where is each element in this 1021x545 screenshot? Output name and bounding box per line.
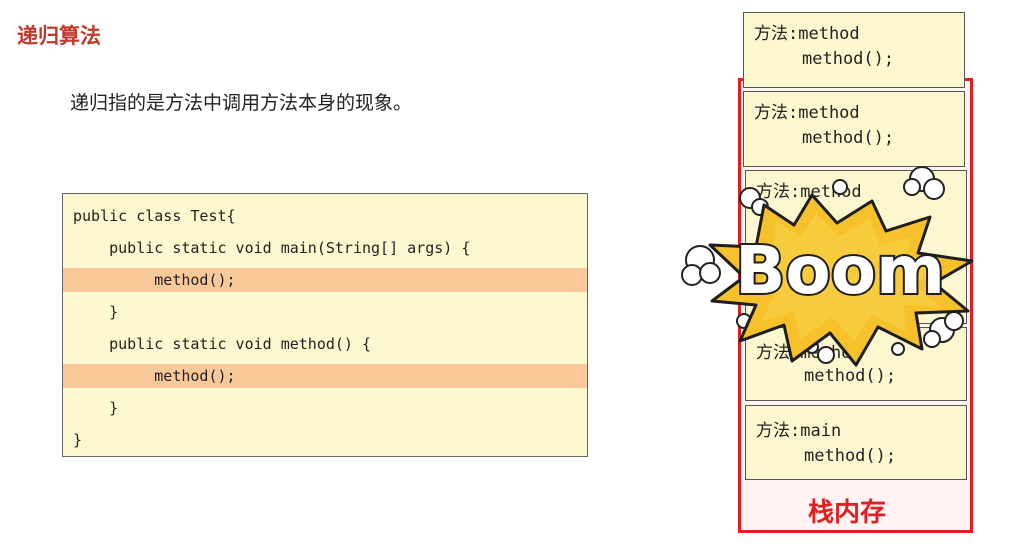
frame-name: 方法:method (754, 24, 860, 44)
code-block: public class Test{ public static void ma… (62, 193, 588, 457)
frame-name: 方法:main (756, 421, 842, 441)
stack-frame: 方法:method method(); (743, 91, 965, 167)
frame-call: method(); (802, 49, 895, 69)
stack-frame: 方法:method method(); (743, 12, 965, 88)
smoke-puffs (681, 166, 964, 364)
frame-call: method(); (802, 128, 895, 148)
frame-call: method(); (804, 446, 897, 466)
frame-call: method(); (804, 366, 897, 386)
page-title: 递归算法 (17, 24, 101, 48)
frame-name: 方法:method (754, 103, 860, 123)
code-line: } (73, 303, 119, 321)
code-line: } (73, 399, 119, 417)
description-text: 递归指的是方法中调用方法本身的现象。 (70, 92, 413, 114)
stack-frame: 方法:main method(); (745, 405, 967, 480)
code-line-highlighted: method(); (63, 364, 587, 388)
code-line: public static void main(String[] args) { (73, 239, 471, 257)
boom-explosion: Boom (681, 166, 974, 367)
boom-text: Boom (735, 232, 945, 309)
code-line: public static void method() { (73, 335, 372, 353)
code-line: } (73, 431, 83, 449)
code-line-highlighted: method(); (63, 268, 587, 292)
code-line: public class Test{ (73, 207, 236, 225)
stack-memory-label: 栈内存 (808, 498, 887, 528)
